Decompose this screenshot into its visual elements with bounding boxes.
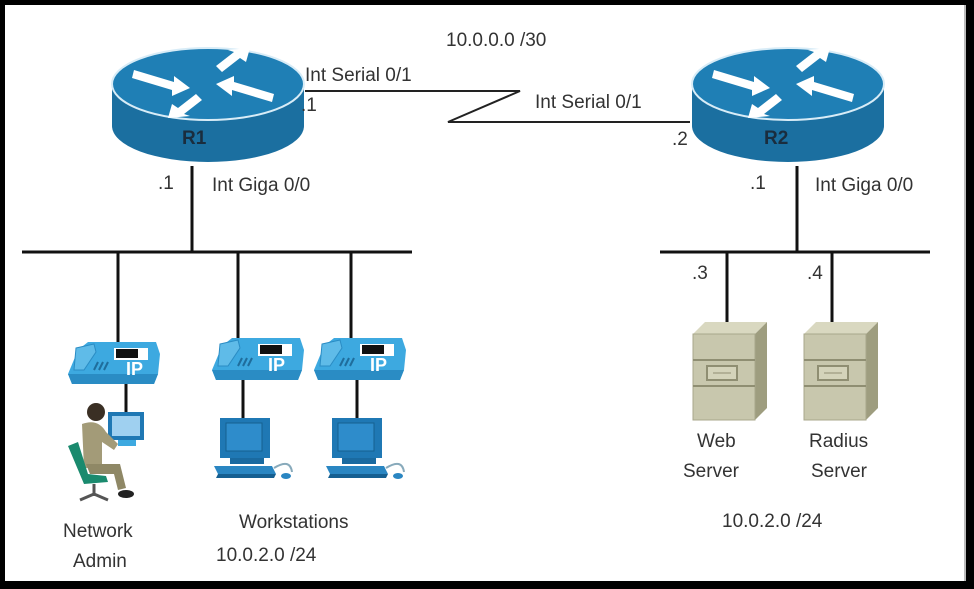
r1-lan-host-label: .1 bbox=[158, 173, 174, 194]
wan-subnet-label: 10.0.0.0 /30 bbox=[446, 30, 547, 51]
r2-serial-host-label: .2 bbox=[672, 129, 688, 150]
ip-phone-icon[interactable] bbox=[67, 341, 161, 385]
workstations-label: Workstations bbox=[239, 512, 349, 533]
phone-ip-label: IP bbox=[126, 359, 144, 379]
r2-serial-interface-label: Int Serial 0/1 bbox=[535, 92, 642, 113]
r1-lan-interface-label: Int Giga 0/0 bbox=[212, 175, 311, 196]
ip-phone-icon[interactable] bbox=[313, 337, 407, 381]
router-r2-label: R2 bbox=[764, 128, 789, 149]
web-server-icon[interactable] bbox=[692, 321, 768, 421]
phone-ip-label: IP bbox=[268, 355, 286, 375]
router-r1-icon[interactable] bbox=[111, 47, 305, 163]
left-lan-subnet-label: 10.0.2.0 /24 bbox=[216, 545, 317, 566]
serial-link bbox=[305, 90, 690, 123]
web-server-label-line1: Web bbox=[697, 431, 736, 452]
router-r1-label: R1 bbox=[182, 128, 207, 149]
r1-serial-host-label: .1 bbox=[301, 95, 317, 116]
web-server-host-label: .3 bbox=[692, 263, 708, 284]
workstation-icon[interactable] bbox=[213, 417, 293, 480]
r2-lan-host-label: .1 bbox=[750, 173, 766, 194]
network-admin-label-line1: Network bbox=[63, 521, 133, 542]
phone-ip-label: IP bbox=[370, 355, 388, 375]
r2-lan-interface-label: Int Giga 0/0 bbox=[815, 175, 914, 196]
radius-server-label-line2: Server bbox=[811, 461, 867, 482]
radius-server-host-label: .4 bbox=[807, 263, 823, 284]
network-admin-label-line2: Admin bbox=[73, 551, 127, 572]
workstation-icon[interactable] bbox=[325, 417, 405, 480]
r1-serial-interface-label: Int Serial 0/1 bbox=[305, 65, 412, 86]
right-lan-subnet-label: 10.0.2.0 /24 bbox=[722, 511, 823, 532]
radius-server-icon[interactable] bbox=[803, 321, 879, 421]
ip-phone-icon[interactable] bbox=[211, 337, 305, 381]
radius-server-label-line1: Radius bbox=[809, 431, 869, 452]
web-server-label-line2: Server bbox=[683, 461, 739, 482]
network-admin-icon[interactable] bbox=[68, 403, 144, 502]
